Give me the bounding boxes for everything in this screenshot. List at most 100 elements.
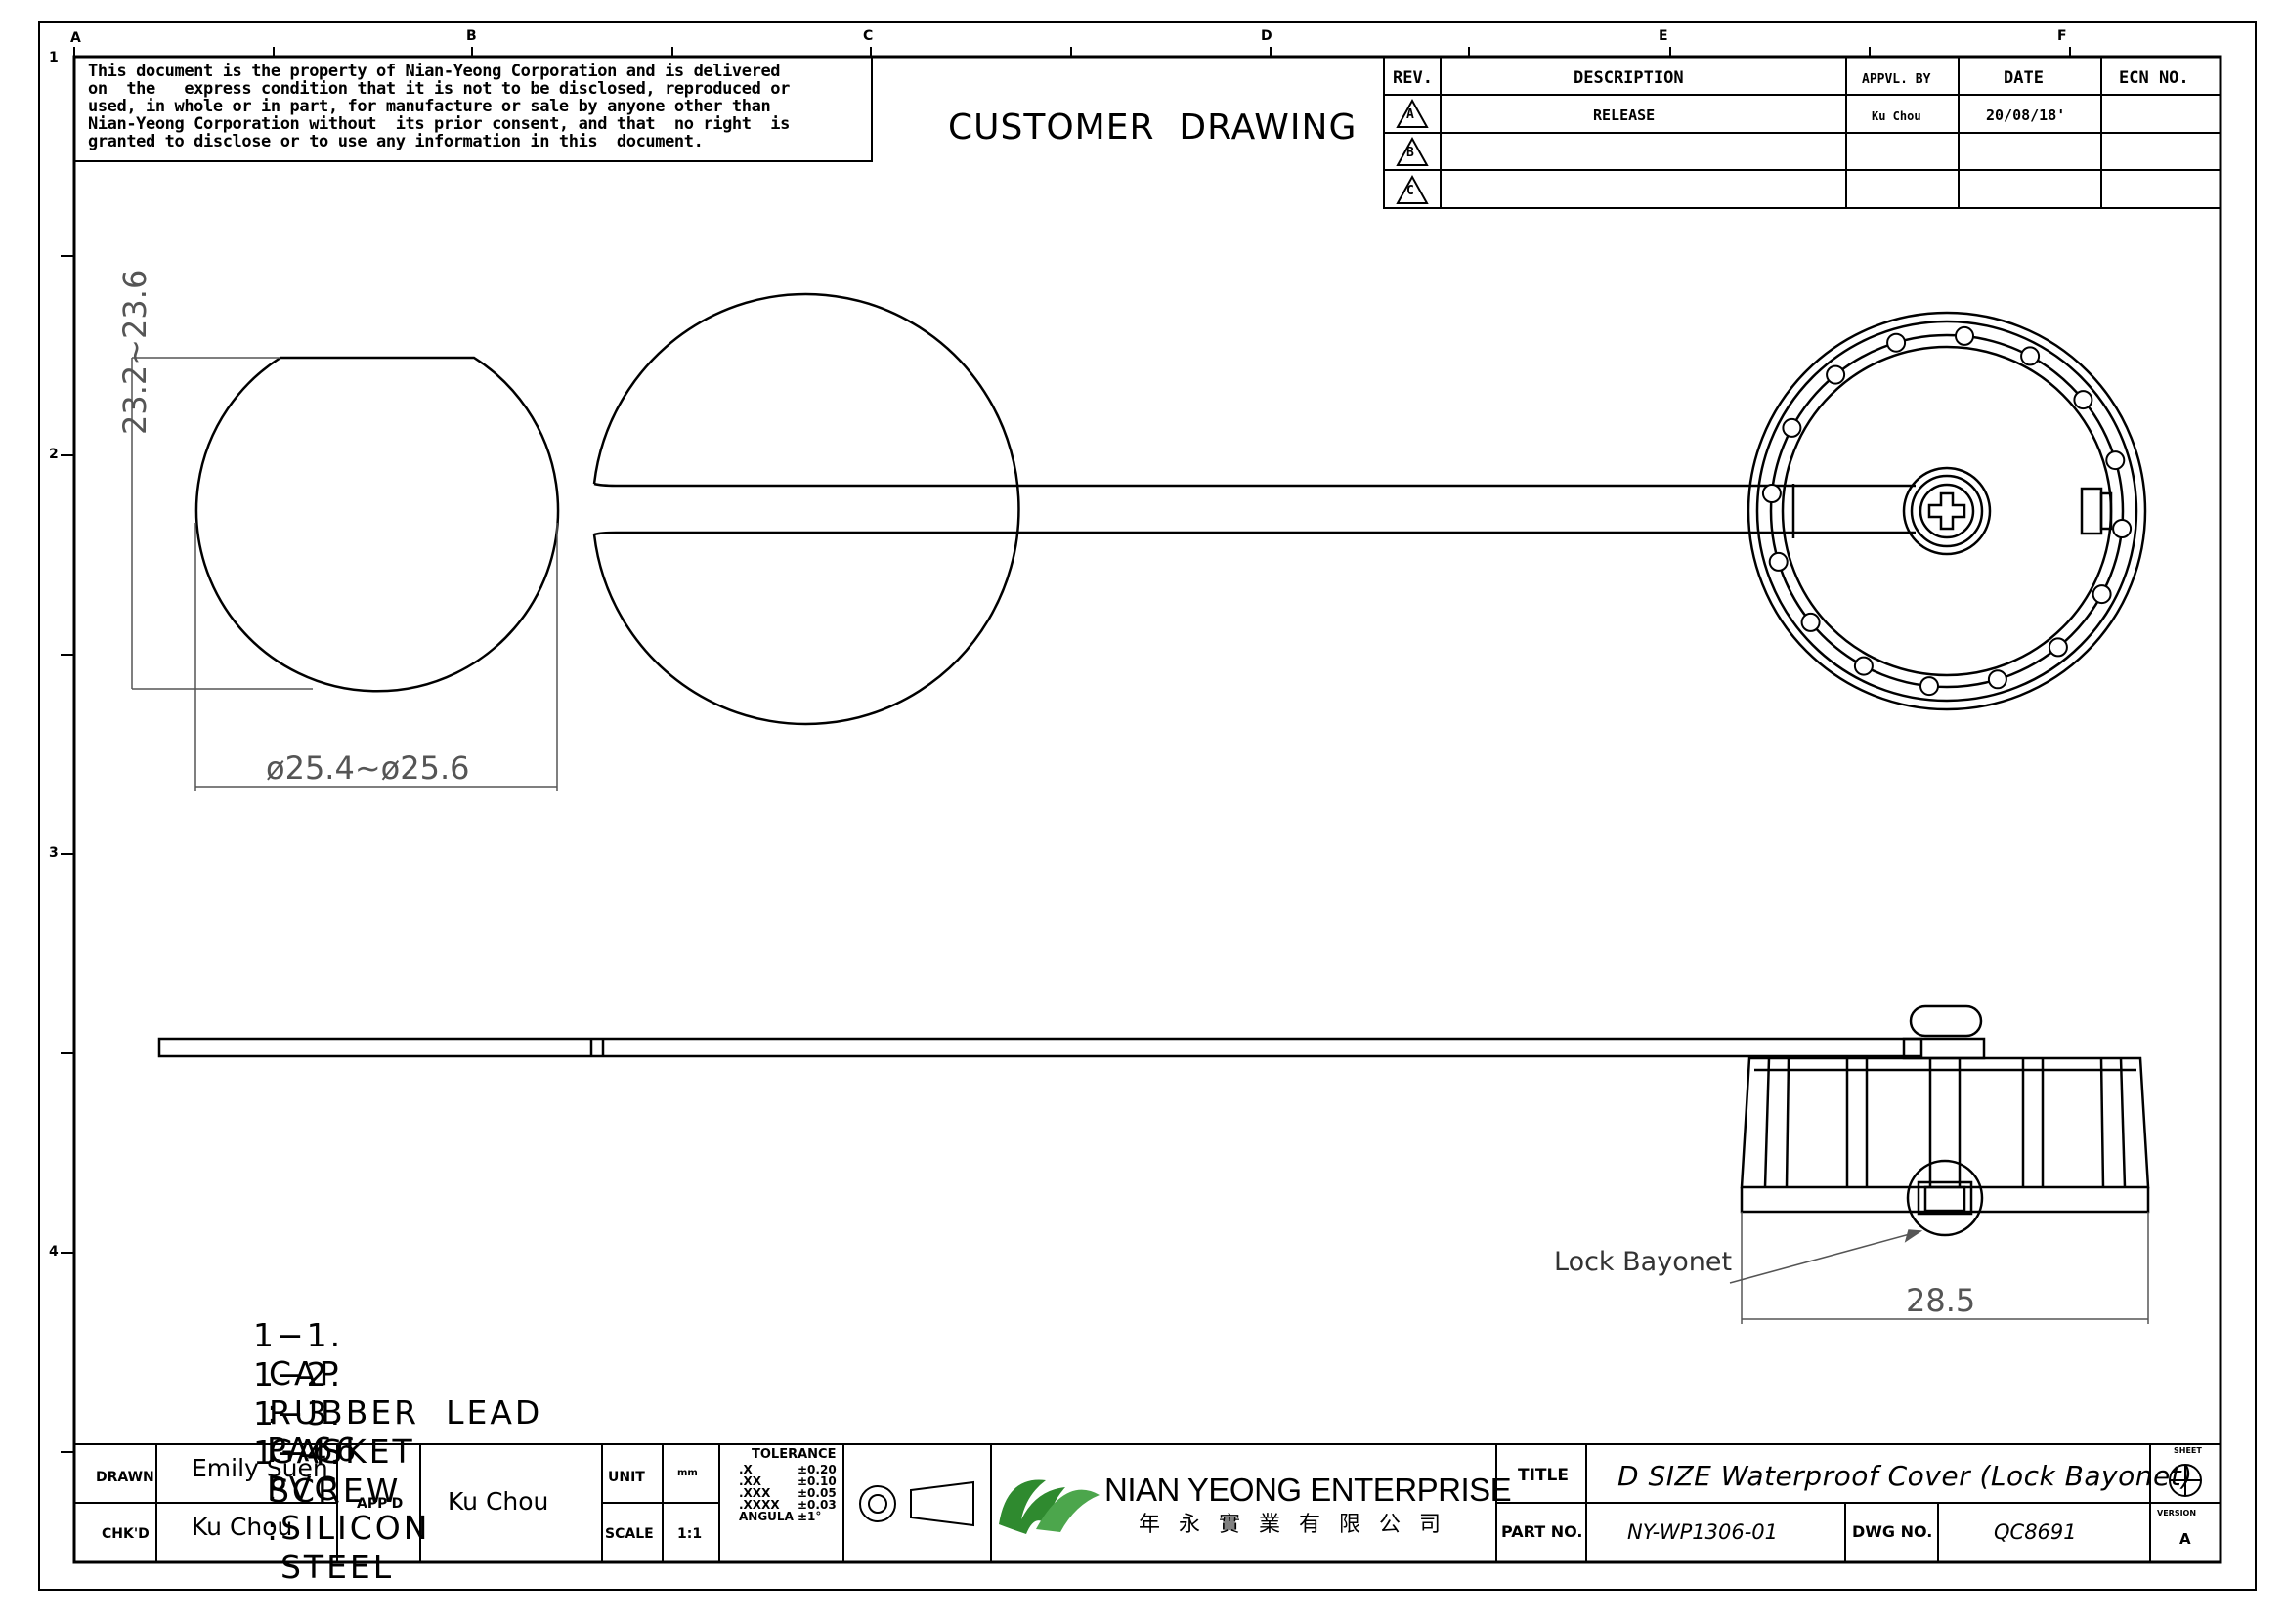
material-sep: : xyxy=(266,1392,281,1431)
material-part: SCREW xyxy=(268,1472,402,1510)
side-view xyxy=(157,1004,2150,1237)
scale-value: 1:1 xyxy=(677,1526,703,1542)
material-sep: : xyxy=(266,1510,281,1548)
tolerance-value: ±0.10 xyxy=(798,1474,837,1488)
material-value: STEEL xyxy=(280,1548,395,1586)
lock-bayonet-callout: Lock Bayonet xyxy=(1554,1247,1733,1277)
ring-inner xyxy=(194,356,560,693)
cap-width-dimension: 28.5 xyxy=(1906,1282,1976,1319)
row-ticks xyxy=(61,255,74,1453)
material-number: 1−4. xyxy=(252,1433,344,1472)
dimension-lines-side xyxy=(1729,1212,2149,1324)
approved-by-header: APPVL. BY xyxy=(1862,72,1931,87)
col-label-a: A xyxy=(70,30,81,46)
grip-scallop xyxy=(1768,551,1789,572)
checked-label: CHK'D xyxy=(102,1526,150,1542)
grip-scallop xyxy=(2073,390,2093,410)
notice-box xyxy=(73,56,873,162)
grip-scallop xyxy=(1761,484,1782,503)
tolerance-digits: ANGULA xyxy=(739,1510,794,1523)
material-sep: : xyxy=(266,1432,281,1470)
checked-by: Ku Chou xyxy=(192,1513,293,1541)
approved-label: APP'D xyxy=(357,1496,404,1512)
cap-outer xyxy=(1747,311,2147,711)
row-label-3: 3 xyxy=(49,845,59,861)
rev-a-date: 20/08/18' xyxy=(1986,107,2066,124)
sheet-label: SHEET xyxy=(2174,1446,2202,1455)
company-name: NIAN YEONG ENTERPRISE xyxy=(1104,1472,1512,1508)
dwg-no-value: QC8691 xyxy=(1994,1520,2077,1544)
lead-strip xyxy=(593,482,1916,488)
col-label-c: C xyxy=(863,28,874,44)
ring-outer xyxy=(592,292,1020,726)
ring-height-dimension: 23.2~23.6 xyxy=(116,269,153,435)
grip-scallop xyxy=(1782,417,1802,438)
material-value: SILICON xyxy=(280,1509,431,1547)
grip-scallop xyxy=(1987,669,2007,690)
company-name-chinese: 年 永 實 業 有 限 公 司 xyxy=(1139,1513,1446,1537)
tolerance-row: .X ±0.20 xyxy=(735,1464,837,1475)
bayonet-lock xyxy=(1906,1159,1984,1237)
notice-line: granted to disclose or to use any inform… xyxy=(88,132,704,151)
title-block-lines xyxy=(73,1443,2221,1563)
ecn-header: ECN NO. xyxy=(2119,68,2189,88)
row-label-2: 2 xyxy=(49,447,59,462)
drawn-by: Emily Suen xyxy=(192,1454,328,1482)
tolerance-table: .X ±0.20 .XX ±0.10 .XXX ±0.05 .XXXX ±0.0… xyxy=(735,1464,837,1522)
material-sep: : xyxy=(266,1471,281,1509)
drawing-title: CUSTOMER DRAWING xyxy=(948,107,1358,148)
grip-scallop xyxy=(1853,656,1874,676)
tolerance-digits: .XXX xyxy=(739,1486,771,1500)
tolerance-digits: .XX xyxy=(739,1474,762,1488)
cap-grip-scallops xyxy=(1761,325,2133,697)
row-label-1: 1 xyxy=(49,50,59,65)
dimension-lines-top xyxy=(131,357,558,791)
grip-scallop xyxy=(1919,676,1939,697)
drawn-label: DRAWN xyxy=(96,1470,154,1485)
row-label-4: 4 xyxy=(49,1244,59,1260)
material-number: 1−1. xyxy=(252,1316,344,1354)
notice-line: This document is the property of Nian-Ye… xyxy=(88,62,781,81)
material-number: 1−2. xyxy=(252,1355,344,1393)
unit-value: mm xyxy=(677,1468,698,1478)
version-label: VERSION xyxy=(2157,1509,2197,1517)
material-value: PVC xyxy=(266,1470,340,1508)
col-label-d: D xyxy=(1261,28,1272,44)
grip-scallop xyxy=(1886,332,1907,353)
description-header: DESCRIPTION xyxy=(1574,68,1684,88)
rev-b-label: B xyxy=(1406,146,1414,160)
date-header: DATE xyxy=(2004,68,2044,88)
grip-scallop xyxy=(1955,325,1974,346)
rev-header: REV. xyxy=(1393,68,1433,88)
grip-scallop xyxy=(1826,364,1846,385)
title-label: TITLE xyxy=(1518,1466,1569,1485)
unit-label: UNIT xyxy=(608,1470,645,1485)
rev-c-label: C xyxy=(1406,184,1414,198)
screw-boss xyxy=(1902,466,1992,556)
ring-diameter-dimension: ø25.4~ø25.6 xyxy=(266,749,470,787)
grip-scallop xyxy=(2112,519,2133,538)
tolerance-value: ±0.05 xyxy=(798,1486,837,1500)
grip-scallop xyxy=(2092,584,2112,605)
tolerance-title: TOLERANCE xyxy=(752,1447,837,1462)
screw-cross xyxy=(1927,491,1966,531)
material-item: 1−4. SCREW : STEEL xyxy=(200,1395,401,1624)
revision-table-lines xyxy=(1383,56,2221,209)
approved-by: Ku Chou xyxy=(448,1487,549,1516)
col-label-f: F xyxy=(2057,28,2067,44)
col-label-e: E xyxy=(1659,28,1668,44)
tolerance-value: ±0.03 xyxy=(798,1498,837,1512)
tolerance-value: ±1° xyxy=(798,1510,822,1523)
notice-line: Nian-Yeong Corporation without its prior… xyxy=(88,114,790,134)
tolerance-row: .XXX ±0.05 xyxy=(735,1487,837,1499)
tolerance-row: .XXXX ±0.03 xyxy=(735,1499,837,1511)
scale-label: SCALE xyxy=(605,1526,654,1542)
cap-side-body xyxy=(1740,1056,2150,1189)
part-no-label: PART NO. xyxy=(1501,1522,1583,1541)
top-view xyxy=(194,292,2147,726)
notice-line: on the express condition that it is not … xyxy=(88,79,790,99)
material-number: 1−3. xyxy=(252,1394,344,1432)
lead-side xyxy=(157,1037,1923,1058)
material-part: GASKET xyxy=(268,1432,415,1471)
tolerance-digits: .X xyxy=(739,1463,753,1476)
